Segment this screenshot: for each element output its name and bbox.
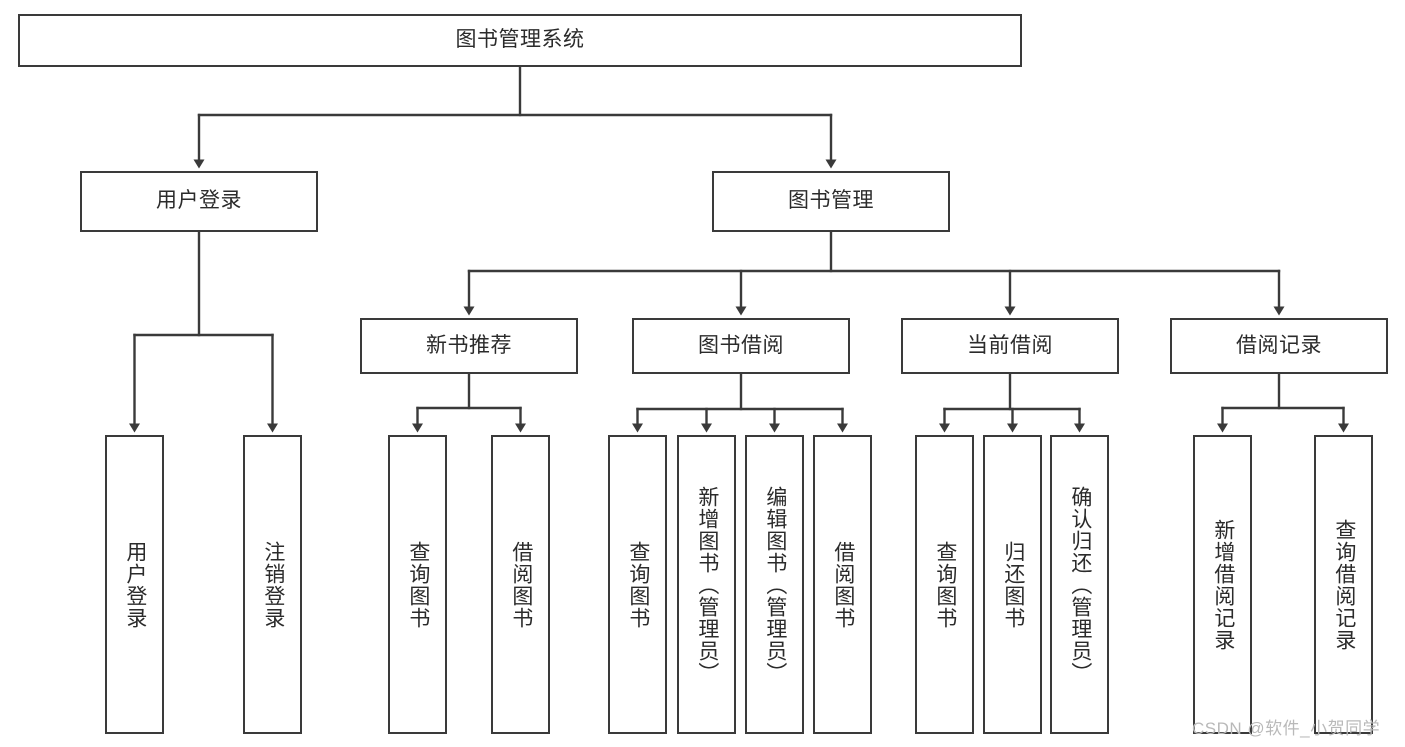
node-label: 新增借阅记录 [1211,518,1235,651]
node-label: 借阅记录 [1236,333,1322,357]
node-leaf-borrow-book-2[interactable]: 借阅图书 [813,435,872,734]
node-current-borrow[interactable]: 当前借阅 [901,318,1119,374]
node-user-login[interactable]: 用户登录 [80,171,318,232]
node-label: 图书管理 [788,189,874,213]
node-leaf-query-book-3[interactable]: 查询图书 [915,435,974,734]
node-leaf-add-record[interactable]: 新增借阅记录 [1193,435,1252,734]
node-label: 查询图书 [406,540,430,629]
node-leaf-user-login[interactable]: 用户登录 [105,435,164,734]
node-label: 图书管理系统 [455,28,585,52]
node-label: 用户登录 [123,540,147,629]
node-leaf-query-record[interactable]: 查询借阅记录 [1314,435,1373,734]
node-label: 查询图书 [626,540,650,629]
node-new-book-rec[interactable]: 新书推荐 [360,318,578,374]
node-borrow-record[interactable]: 借阅记录 [1170,318,1388,374]
node-leaf-query-book-2[interactable]: 查询图书 [608,435,667,734]
node-leaf-add-book[interactable]: 新增图书（管理员） [677,435,736,734]
node-leaf-return-book[interactable]: 归还图书 [983,435,1042,734]
node-leaf-confirm-return[interactable]: 确认归还（管理员） [1050,435,1109,734]
node-label: 查询借阅记录 [1332,518,1356,651]
node-book-borrow[interactable]: 图书借阅 [632,318,850,374]
node-label: 用户登录 [156,189,242,213]
node-label: 查询图书 [933,540,957,629]
node-label: 借阅图书 [509,540,533,629]
node-leaf-borrow-book-1[interactable]: 借阅图书 [491,435,550,734]
node-root[interactable]: 图书管理系统 [18,14,1022,67]
node-label: 图书借阅 [698,333,784,357]
node-leaf-query-book-1[interactable]: 查询图书 [388,435,447,734]
node-label: 借阅图书 [831,540,855,629]
node-leaf-logout[interactable]: 注销登录 [243,435,302,734]
node-label: 归还图书 [1001,540,1025,629]
node-book-manage[interactable]: 图书管理 [712,171,950,232]
node-label: 注销登录 [261,540,285,629]
node-label: 新书推荐 [426,333,512,357]
watermark-label: CSDN @软件_小贺同学 [1192,719,1381,738]
node-label: 当前借阅 [967,333,1053,357]
node-leaf-edit-book[interactable]: 编辑图书（管理员） [745,435,804,734]
node-label: 编辑图书（管理员） [763,485,787,684]
node-label: 新增图书（管理员） [695,485,719,684]
node-label: 确认归还（管理员） [1068,485,1092,684]
edge-paths [129,65,1349,433]
